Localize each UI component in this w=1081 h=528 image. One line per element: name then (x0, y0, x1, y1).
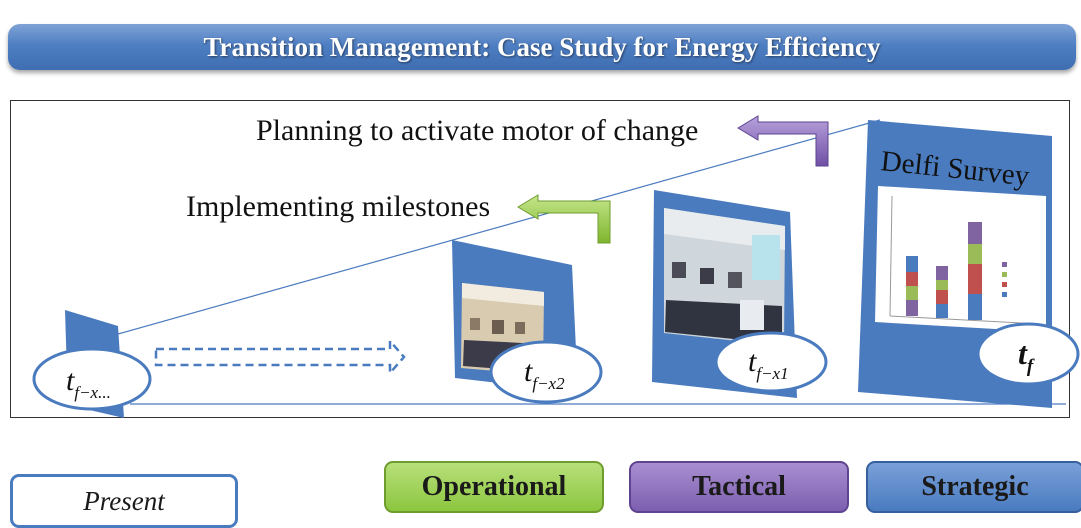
legend-operational-label: Operational (421, 471, 567, 502)
legend-present: Present (10, 474, 238, 528)
final-time-label: tf (1018, 335, 1035, 377)
x2-time-label: tf−x2 (524, 355, 565, 393)
legend-strategic-label: Strategic (921, 471, 1029, 502)
final-time-oval (976, 322, 1080, 386)
meeting-photo-large (664, 208, 785, 346)
operational-arrow (517, 194, 611, 244)
legend-tactical: Tactical (629, 461, 849, 513)
page-title: Transition Management: Case Study for En… (203, 31, 881, 62)
dashed-arrow (154, 337, 406, 377)
legend-strategic: Strategic (866, 461, 1081, 513)
survey-chart-image (875, 186, 1046, 332)
title-banner: Transition Management: Case Study for En… (8, 24, 1076, 70)
x1-time-oval (714, 331, 828, 393)
implementing-label: Implementing milestones (186, 190, 491, 223)
present-time-label: tf−x... (66, 364, 111, 402)
x1-time-label: tf−x1 (748, 345, 789, 383)
planning-label: Planning to activate motor of change (256, 114, 699, 147)
diagram-panel (10, 100, 1070, 418)
legend-tactical-label: Tactical (692, 471, 786, 502)
legend-present-label: Present (83, 485, 165, 516)
legend-operational: Operational (384, 461, 604, 513)
x2-time-oval (489, 340, 603, 404)
trajectory-line (117, 119, 881, 335)
tactical-arrow (737, 115, 829, 167)
present-time-oval (32, 347, 152, 411)
